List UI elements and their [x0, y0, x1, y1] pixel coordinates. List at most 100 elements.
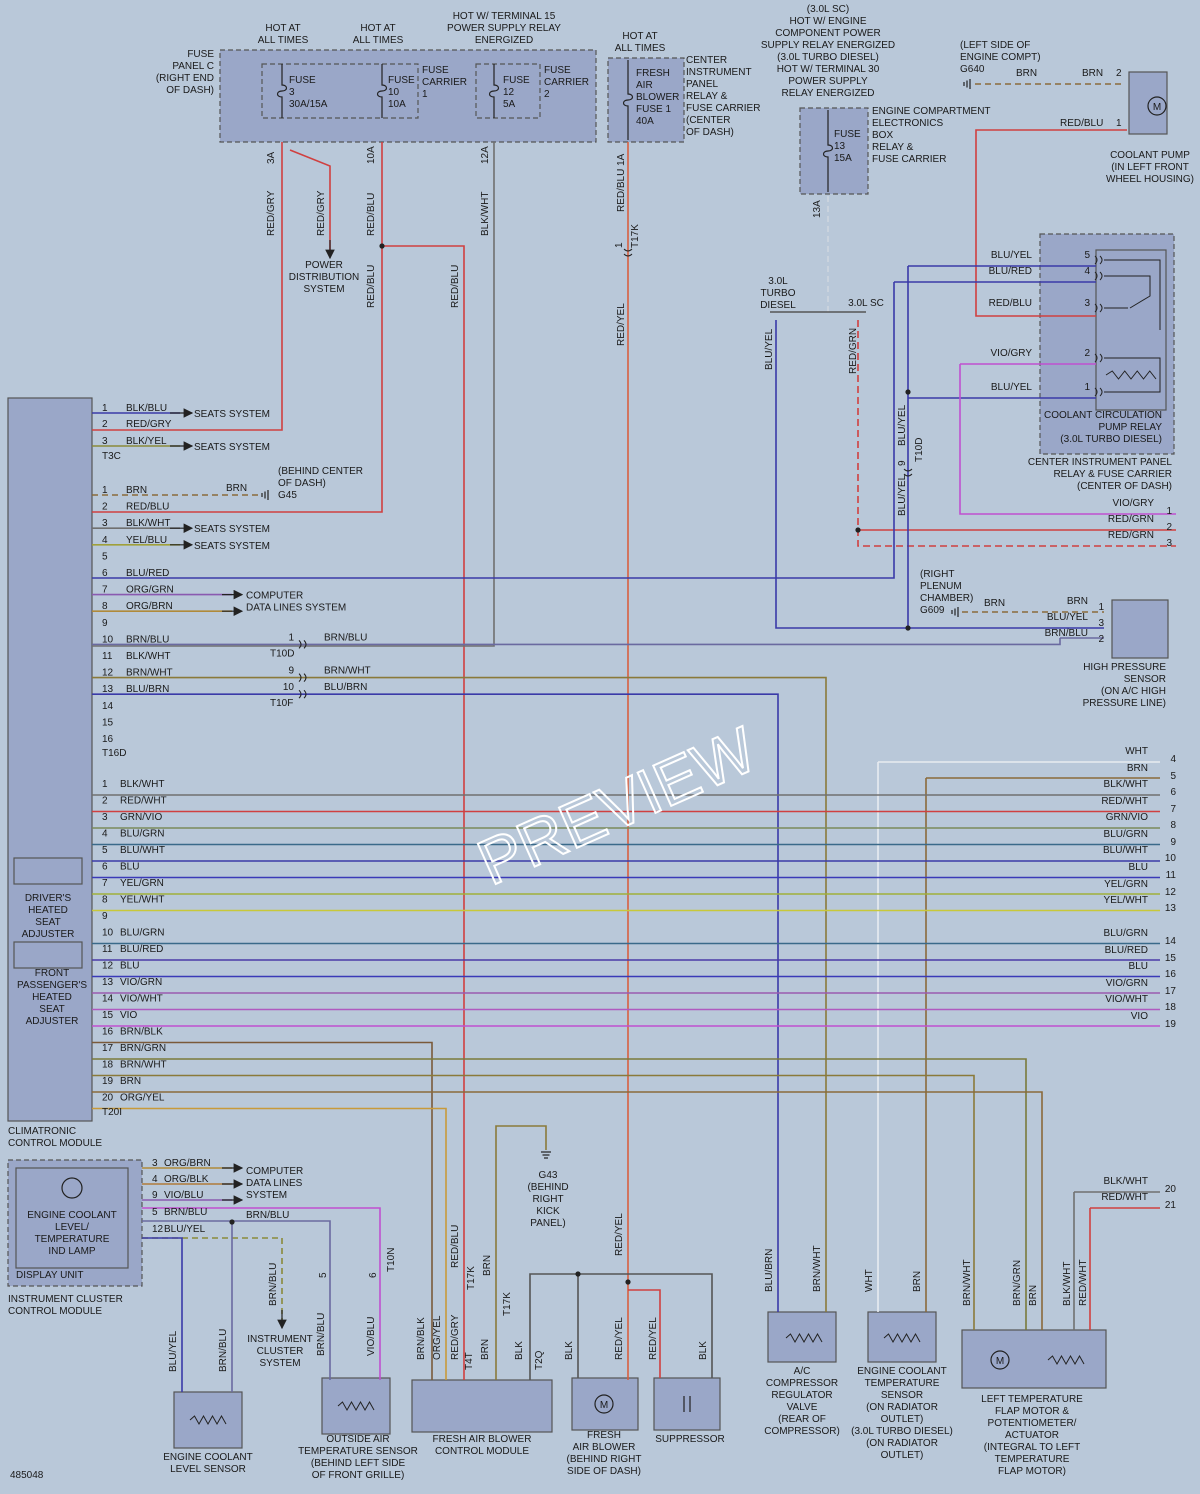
bus-pin-15: 15 — [1165, 953, 1177, 964]
t10d-pin: 1 — [288, 632, 294, 643]
t16d-wire-3: BLK/WHT — [126, 518, 170, 529]
t20i-drop-18 — [92, 1074, 975, 1330]
splice-dot — [379, 243, 385, 249]
splice-dot — [575, 1271, 581, 1277]
t3c-pin-3: 3 — [102, 436, 108, 447]
wire-red-blu-10a — [381, 142, 465, 1380]
motor-letter: M — [1153, 102, 1161, 113]
bus-pin-5: 5 — [1170, 771, 1176, 782]
cluster-wire-3: ORG/BRN — [164, 1158, 211, 1169]
t20i-wire-1: BLK/WHT — [120, 779, 164, 790]
t17k-label-b: T17K — [502, 1292, 513, 1316]
relay-pin-5: 5 — [1084, 250, 1090, 261]
motor-wire-red-yel: RED/YEL — [614, 1317, 625, 1360]
t10d-label: T10D — [270, 648, 294, 659]
bus-pin-19: 19 — [1165, 1019, 1177, 1030]
flap-wire-brn: BRN — [1028, 1285, 1039, 1306]
t20i-pin-9: 9 — [102, 911, 108, 922]
cluster-wire-4: ORG/BLK — [164, 1174, 209, 1185]
blower-wire-red-gry: RED/GRY — [450, 1314, 461, 1360]
t16d-to-3: SEATS SYSTEM — [194, 524, 270, 535]
vwire-red-gry-b: RED/GRY — [316, 190, 327, 236]
connector-mark — [1094, 303, 1103, 313]
right-conn-pin-2: 2 — [1166, 522, 1172, 533]
relay-wire-3: RED/BLU — [989, 298, 1032, 309]
ac-wire-blu-brn: BLU/BRN — [764, 1249, 775, 1292]
wire-brn-blu-outside — [142, 1220, 331, 1380]
fresh-air-blower — [571, 1377, 639, 1431]
resistor-icon — [1047, 1354, 1085, 1366]
document-number: 485048 — [10, 1470, 44, 1481]
t20i-pin-2: 2 — [102, 796, 108, 807]
hps-wire-3: BLU/YEL — [1047, 612, 1089, 623]
t20i-pin-20: 20 — [102, 1093, 114, 1104]
splice-dot — [905, 625, 911, 631]
t10f-label: T10F — [270, 698, 293, 709]
engine-fuse-box — [799, 107, 869, 195]
fuse-symbol — [822, 110, 834, 192]
vwire-red-blu-a: RED/BLU — [366, 193, 377, 236]
t20i-wire-3: GRN/VIO — [120, 812, 162, 823]
t4t-label: T4T — [464, 1352, 475, 1370]
suppressor-box — [653, 1377, 721, 1431]
bus-wire-12: YEL/GRN — [1104, 879, 1148, 890]
bus-pin-9: 9 — [1170, 837, 1176, 848]
t20i-name: T20I — [102, 1107, 122, 1118]
wire-layer — [92, 83, 1176, 1392]
ground-icon — [963, 79, 971, 89]
outside-air-sensor — [321, 1377, 391, 1435]
t16d-pin-16: 16 — [102, 734, 114, 745]
t3c-wire-1: BLK/BLU — [126, 403, 167, 414]
bus-wire-8: GRN/VIO — [1106, 812, 1148, 823]
pump-pin-2: 2 — [1116, 68, 1122, 79]
t3c-name: T3C — [102, 451, 121, 462]
cluster-brn-blu-right: BRN/BLU — [246, 1210, 289, 1221]
t16d-pin-7: 7 — [102, 585, 108, 596]
flap-wire-brn-grn: BRN/GRN — [1012, 1260, 1023, 1306]
t20i-drop-16 — [92, 1041, 433, 1380]
connector-mark — [1094, 353, 1103, 363]
conn-t17k-top: T17K — [630, 224, 641, 248]
t20i-wire-10: BLU/GRN — [120, 928, 164, 939]
blower-red-blu-drop: RED/BLU — [450, 1225, 461, 1268]
relay-wire-2: VIO/GRY — [991, 348, 1033, 359]
passenger-seat-adjuster-box — [13, 941, 83, 969]
vwire-t10d: T10D — [914, 438, 925, 462]
display-unit-label: DISPLAY UNIT — [16, 1270, 83, 1281]
resistor-icon — [1105, 370, 1157, 380]
bus-wire-19: VIO — [1131, 1011, 1148, 1022]
t17k-label-a: T17K — [466, 1266, 477, 1290]
t20i-pin-12: 12 — [102, 961, 114, 972]
blower-wire-brn-blk: BRN/BLK — [416, 1317, 427, 1360]
t10f-pin-9: 9 — [288, 666, 294, 677]
wire-red-blu-module — [92, 246, 383, 513]
t16d-pin-9: 9 — [102, 618, 108, 629]
flap-wire-blk-wht: BLK/WHT — [1062, 1262, 1073, 1306]
coolant-relay — [1095, 249, 1167, 411]
t20i-pin-5: 5 — [102, 845, 108, 856]
t16d-wire-7: ORG/GRN — [126, 585, 174, 596]
pin-13a: 13A — [812, 200, 823, 218]
wire-brn-g640-b: BRN — [1082, 68, 1103, 79]
wire-red-blu-pump: RED/BLU — [1060, 118, 1103, 129]
bus-low-pin-20: 20 — [1165, 1184, 1177, 1195]
outside-wire-2: VIO/BLU — [366, 1317, 377, 1356]
suppressor-label: SUPPRESSOR — [655, 1434, 724, 1445]
temp-flap-motor — [961, 1329, 1107, 1389]
t16d-pin-14: 14 — [102, 701, 114, 712]
